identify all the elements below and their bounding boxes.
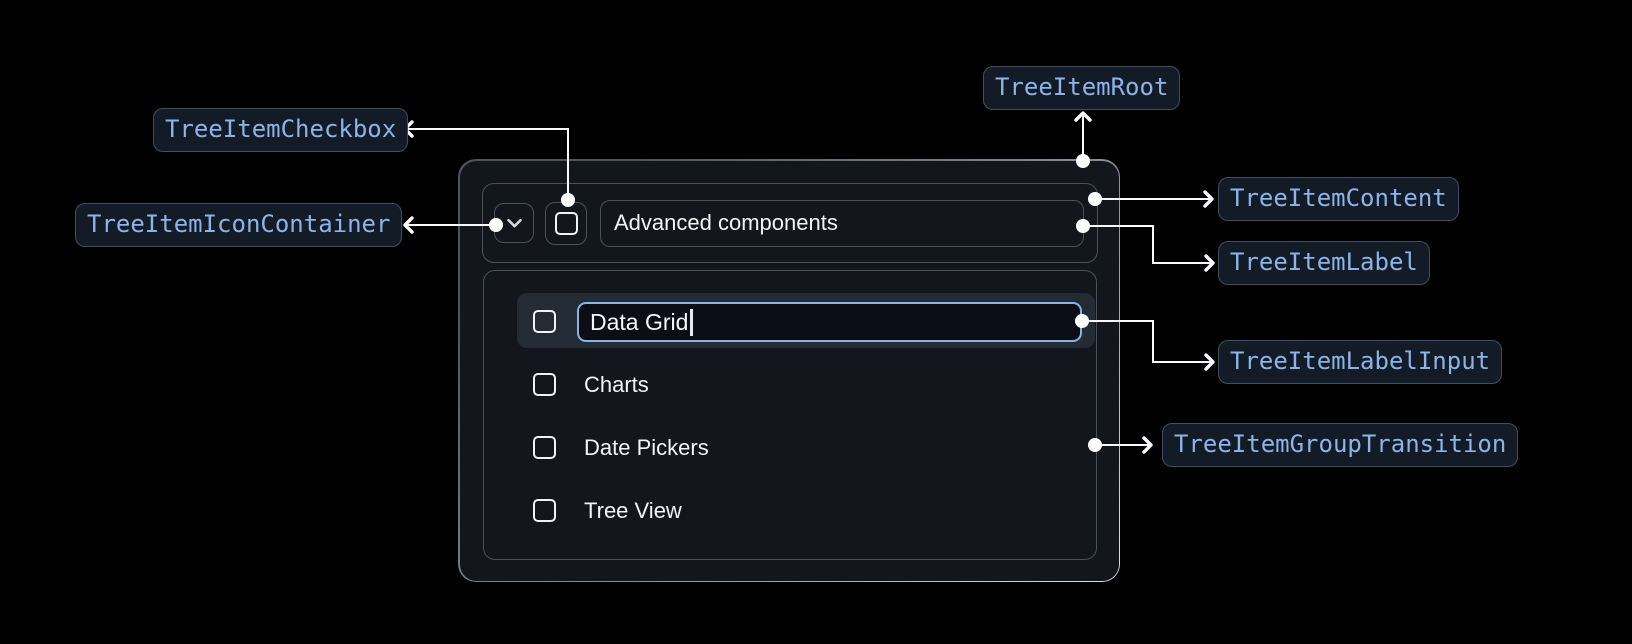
connector-label-input-v xyxy=(1152,320,1154,363)
badge-tree-item-group-transition: TreeItemGroupTransition xyxy=(1162,423,1519,467)
arrow-right-icon xyxy=(1204,254,1215,272)
tree-item-root-box xyxy=(458,159,1120,582)
checkbox-date-pickers[interactable] xyxy=(533,436,556,459)
tree-item-label[interactable]: Advanced components xyxy=(600,200,1084,247)
badge-tree-item-icon-container: TreeItemIconContainer xyxy=(75,203,403,247)
checkbox-data-grid[interactable] xyxy=(533,310,556,333)
anchor-dot-checkbox xyxy=(561,193,575,207)
badge-tree-item-checkbox: TreeItemCheckbox xyxy=(153,108,409,152)
connector-group-transition-h xyxy=(1095,444,1150,446)
text-cursor xyxy=(690,308,693,336)
anchor-dot-root xyxy=(1076,154,1090,168)
arrow-right-icon xyxy=(1203,190,1214,208)
tree-item-group-transition-box xyxy=(483,270,1097,560)
checkbox-tree-view[interactable] xyxy=(533,499,556,522)
tree-item-tree-view[interactable]: Tree View xyxy=(584,498,682,523)
arrow-right-icon xyxy=(1204,353,1215,371)
anchor-dot-label xyxy=(1076,219,1090,233)
arrow-left-icon xyxy=(403,216,414,234)
anchor-dot-group-transition xyxy=(1088,438,1102,452)
anchor-dot-content xyxy=(1088,192,1102,206)
checkbox-charts[interactable] xyxy=(533,373,556,396)
tree-item-charts[interactable]: Charts xyxy=(584,372,649,397)
chevron-down-icon xyxy=(506,218,523,229)
connector-checkbox-h xyxy=(406,128,569,130)
badge-tree-item-label-input: TreeItemLabelInput xyxy=(1218,340,1503,384)
tree-item-label-input[interactable]: Data Grid xyxy=(577,302,1082,342)
arrow-right-icon xyxy=(1142,436,1153,454)
anchor-dot-label-input xyxy=(1075,314,1089,328)
badge-tree-item-label: TreeItemLabel xyxy=(1218,241,1430,285)
connector-label-h1 xyxy=(1083,225,1154,227)
anchor-dot-icon-container xyxy=(489,218,503,232)
connector-label-v xyxy=(1152,225,1154,264)
arrow-up-icon xyxy=(1074,111,1092,122)
parent-checkbox[interactable] xyxy=(554,212,578,235)
connector-label-h2 xyxy=(1152,262,1212,264)
tree-item-date-pickers[interactable]: Date Pickers xyxy=(584,435,709,460)
connector-checkbox-v xyxy=(567,128,569,196)
label-input-value: Data Grid xyxy=(590,308,689,335)
connector-root-v xyxy=(1082,116,1084,161)
badge-tree-item-root: TreeItemRoot xyxy=(983,66,1181,110)
connector-label-input-h2 xyxy=(1152,361,1212,363)
connector-label-input-h1 xyxy=(1082,320,1154,322)
badge-tree-item-content: TreeItemContent xyxy=(1218,177,1459,221)
tree-item-checkbox-container xyxy=(545,202,587,245)
connector-icon-container-h xyxy=(406,224,498,226)
tree-item-root-fill xyxy=(459,160,1119,581)
connector-content-h xyxy=(1095,198,1211,200)
tree-item-content-box[interactable] xyxy=(482,183,1098,263)
